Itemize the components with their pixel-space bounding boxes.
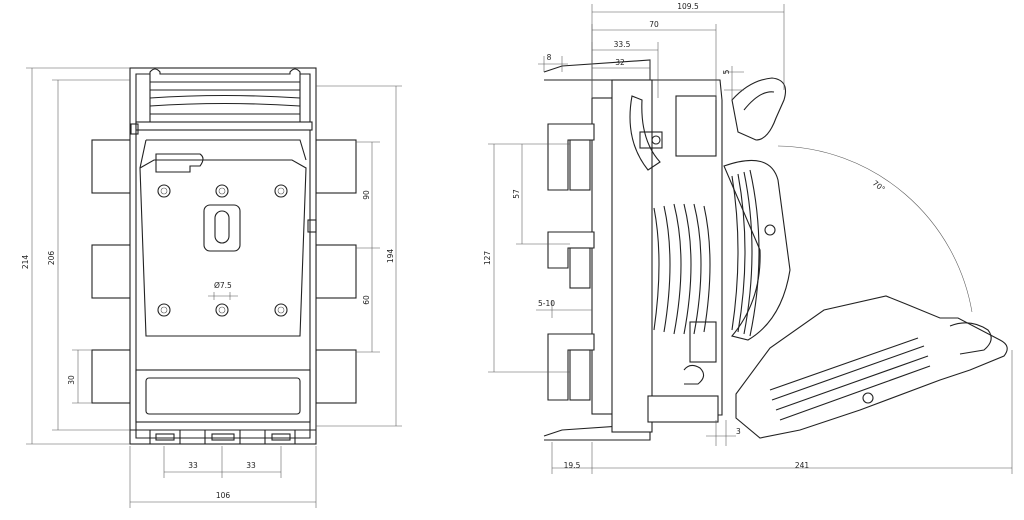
contact-clamp bbox=[639, 131, 663, 149]
hinge-spring bbox=[683, 364, 705, 385]
terminal-lug-left-top bbox=[91, 139, 133, 194]
bottom-slot-1 bbox=[155, 433, 175, 441]
lock-boss bbox=[203, 204, 241, 252]
side-clip bbox=[307, 219, 317, 233]
dim-109-5: 109.5 bbox=[677, 2, 699, 11]
dim-5-10: 5-10 bbox=[538, 299, 555, 308]
bottom-slot-3 bbox=[271, 433, 291, 441]
dim-106: 106 bbox=[216, 491, 231, 500]
handle-grip-lines bbox=[149, 81, 301, 115]
dim-90: 90 bbox=[362, 190, 371, 200]
front-dimension-lines bbox=[26, 67, 402, 508]
handle-rail bbox=[135, 121, 313, 131]
handle-open-body bbox=[735, 295, 1008, 439]
dim-33-left: 33 bbox=[188, 461, 198, 470]
bottom-teeth bbox=[130, 429, 316, 444]
side-bottom-block bbox=[647, 395, 719, 423]
dim-194: 194 bbox=[386, 249, 395, 264]
hole-dim-lines bbox=[208, 292, 238, 300]
swing-angle-label: 70° bbox=[871, 178, 887, 193]
handle-open-pivot bbox=[862, 392, 874, 404]
arc-chute-fins bbox=[653, 203, 711, 335]
dim-70: 70 bbox=[649, 20, 659, 29]
side-housing bbox=[652, 79, 723, 416]
terminal-lug-left-bottom bbox=[91, 349, 133, 404]
side-latch bbox=[130, 123, 139, 135]
dim-8: 8 bbox=[547, 53, 552, 62]
hole-diameter-label: Ø7.5 bbox=[214, 281, 232, 290]
cover-screws bbox=[157, 184, 288, 317]
cover-bevel bbox=[139, 139, 307, 169]
dim-60: 60 bbox=[362, 295, 371, 305]
dim-206: 206 bbox=[47, 251, 56, 266]
label-window-frame bbox=[135, 369, 311, 423]
dim-241: 241 bbox=[795, 461, 810, 470]
side-dimension-lines bbox=[488, 4, 1013, 474]
side-base-core bbox=[611, 79, 653, 433]
handle-open-ribs bbox=[769, 337, 931, 421]
terminal-lug-right-top bbox=[315, 139, 357, 194]
dim-3: 3 bbox=[736, 427, 741, 436]
terminal-lug-left-middle bbox=[91, 244, 133, 299]
swing-arc bbox=[777, 145, 973, 313]
dim-57: 57 bbox=[512, 189, 521, 199]
dim-30: 30 bbox=[67, 375, 76, 385]
dim-32: 32 bbox=[615, 58, 625, 67]
contact-bolt bbox=[651, 135, 661, 145]
terminal-lug-right-middle bbox=[315, 244, 357, 299]
dim-127: 127 bbox=[483, 251, 492, 266]
front-view: Ø7.5 214 206 30 90 60 194 33 33 106 bbox=[21, 67, 402, 508]
dim-33-5: 33.5 bbox=[614, 40, 631, 49]
contact-spring bbox=[629, 95, 661, 171]
dim-214: 214 bbox=[21, 255, 30, 270]
handle-closed-grip bbox=[731, 77, 787, 141]
handle-closed-ribs bbox=[731, 169, 760, 337]
top-mount-flange bbox=[543, 59, 651, 81]
top-handle bbox=[149, 68, 301, 126]
bottom-slot-2 bbox=[211, 433, 235, 441]
handle-grip-hole bbox=[743, 91, 775, 111]
side-terminals bbox=[547, 123, 595, 401]
upper-carrier bbox=[675, 95, 717, 157]
hinge-block bbox=[689, 321, 717, 363]
handle-closed-body bbox=[723, 159, 791, 341]
cover-plate bbox=[139, 159, 307, 337]
dim-19-5: 19.5 bbox=[564, 461, 581, 470]
label-window bbox=[145, 377, 301, 415]
cover-tab bbox=[155, 153, 204, 173]
handle-open-grip-hole bbox=[949, 322, 992, 355]
dim-5: 5 bbox=[722, 69, 731, 74]
handle-pivot bbox=[764, 224, 776, 236]
terminal-lug-right-bottom bbox=[315, 349, 357, 404]
side-view: 70° 109.5 70 33.5 32 8 5 57 127 5-10 19.… bbox=[483, 2, 1013, 474]
dim-33-right: 33 bbox=[246, 461, 256, 470]
lock-slot bbox=[214, 210, 230, 244]
